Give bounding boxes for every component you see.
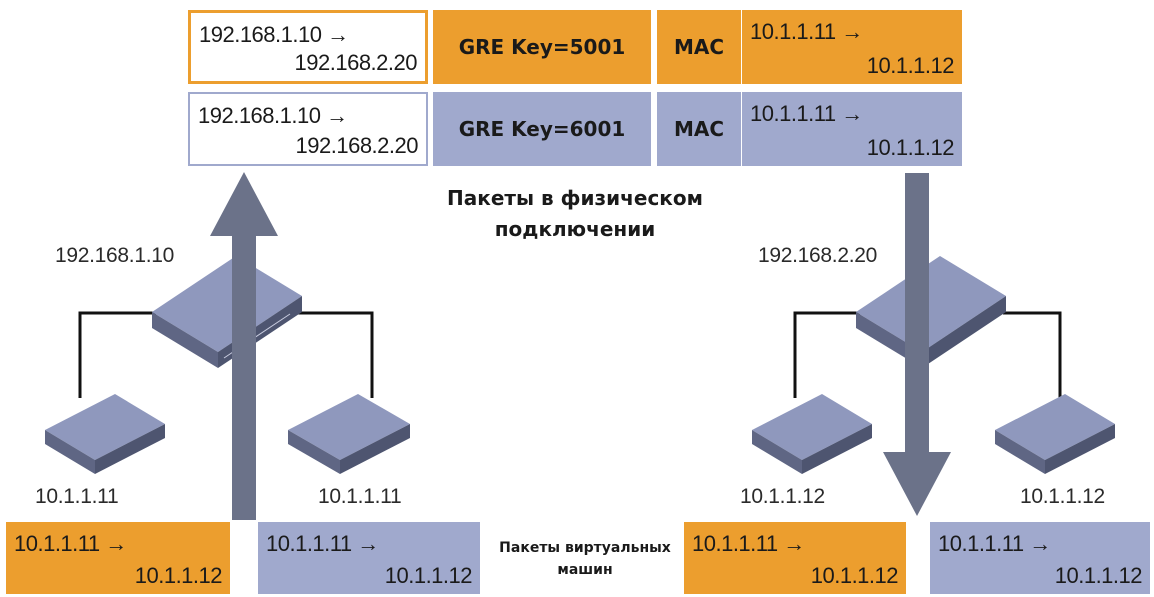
vm-packets-caption: Пакеты виртуальных машин [482, 537, 688, 581]
left-vm2-device [288, 394, 410, 474]
vm-packet-2: 10.1.1.11 → 10.1.1.12 [258, 522, 480, 594]
left-vm2-ip-label: 10.1.1.11 [318, 485, 402, 508]
left-switch-device [152, 256, 302, 368]
outer-destination-ip: 192.168.2.20 [295, 133, 419, 158]
vm-source-ip: 10.1.1.11 → [692, 531, 805, 556]
physical-packets-caption: Пакеты в физическом подключении [410, 183, 740, 245]
inner-source-ip: 10.1.1.11 → [750, 19, 863, 44]
inner-destination-ip: 10.1.1.12 [866, 135, 955, 160]
physical-packet-2-gre-key: GRE Key=6001 [433, 92, 651, 166]
physical-packet-1-outer-address: 192.168.1.10 → 192.168.2.20 [188, 10, 428, 84]
inner-source-ip: 10.1.1.11 → [750, 101, 863, 126]
vm-caption-line-2: машин [557, 562, 613, 578]
physical-caption-line-2: подключении [494, 217, 656, 241]
physical-packet-1-mac: MAC [657, 10, 741, 84]
vm-caption-line-1: Пакеты виртуальных [499, 540, 671, 556]
physical-packet-2-inner-address: 10.1.1.11 → 10.1.1.12 [742, 92, 962, 166]
right-vm1-ip-label: 10.1.1.12 [740, 485, 825, 508]
vm-packet-4: 10.1.1.11 → 10.1.1.12 [930, 522, 1150, 594]
down-arrow [883, 173, 951, 516]
up-arrow [210, 172, 278, 520]
vm-destination-ip: 10.1.1.12 [134, 563, 223, 588]
vm-destination-ip: 10.1.1.12 [810, 563, 899, 588]
physical-packet-2-mac: MAC [657, 92, 741, 166]
left-vm1-device [45, 394, 165, 474]
right-switch-ip-label: 192.168.2.20 [758, 244, 878, 267]
left-connection-lines [78, 311, 374, 398]
vm-source-ip: 10.1.1.11 → [14, 531, 127, 556]
physical-packet-1-gre-key: GRE Key=5001 [433, 10, 651, 84]
right-connection-lines [793, 311, 1062, 398]
vm-packet-3: 10.1.1.11 → 10.1.1.12 [684, 522, 906, 594]
vm-destination-ip: 10.1.1.12 [1054, 563, 1143, 588]
right-vm2-ip-label: 10.1.1.12 [1020, 485, 1105, 508]
outer-source-ip: 192.168.1.10 → [198, 103, 348, 128]
left-vm1-ip-label: 10.1.1.11 [35, 485, 119, 508]
vm-destination-ip: 10.1.1.12 [384, 563, 473, 588]
inner-destination-ip: 10.1.1.12 [866, 53, 955, 78]
right-vm1-device [752, 394, 872, 474]
vm-source-ip: 10.1.1.11 → [938, 531, 1051, 556]
right-switch-device [856, 256, 1006, 368]
vm-source-ip: 10.1.1.11 → [266, 531, 379, 556]
physical-packet-2-outer-address: 192.168.1.10 → 192.168.2.20 [188, 92, 428, 166]
physical-caption-line-1: Пакеты в физическом [447, 186, 703, 210]
left-switch-ip-label: 192.168.1.10 [55, 244, 175, 267]
right-vm2-device [995, 394, 1115, 474]
physical-packet-1-inner-address: 10.1.1.11 → 10.1.1.12 [742, 10, 962, 84]
vm-packet-1: 10.1.1.11 → 10.1.1.12 [6, 522, 230, 594]
outer-destination-ip: 192.168.2.20 [294, 50, 418, 75]
outer-source-ip: 192.168.1.10 → [199, 22, 349, 47]
